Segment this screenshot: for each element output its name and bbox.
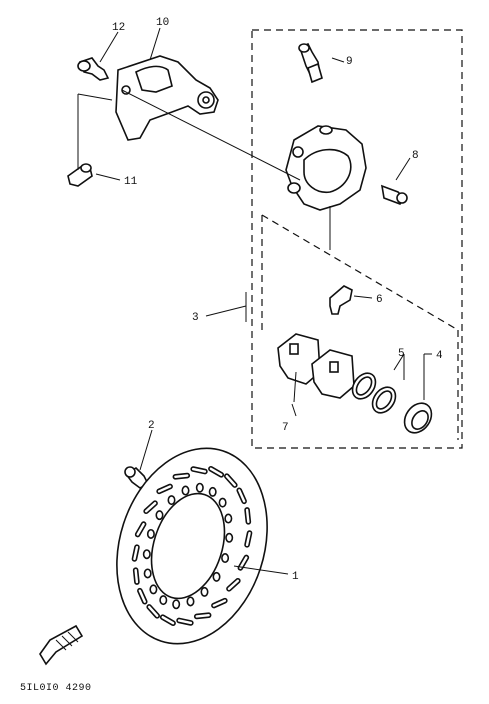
disc-slot <box>226 577 241 592</box>
caliper-bracket <box>115 55 219 141</box>
callout-12: 12 <box>112 22 125 34</box>
callout-7: 7 <box>282 422 289 434</box>
disc-bolt-hole <box>195 482 204 493</box>
disc-slot <box>223 473 238 488</box>
caliper-body <box>285 125 367 250</box>
leader-lines <box>77 27 432 575</box>
disc-slot <box>134 521 147 538</box>
disc-bolt-hole <box>159 595 168 606</box>
disc-bolt-hole <box>208 486 217 497</box>
disc-bolt <box>124 466 150 489</box>
brake-pads <box>277 333 355 399</box>
disc-bolt-hole <box>167 495 176 506</box>
disc-bolt-hole <box>225 532 234 543</box>
callout-10: 10 <box>156 17 169 29</box>
disc-slot <box>131 544 140 562</box>
callout-6: 6 <box>376 294 383 306</box>
callout-3: 3 <box>192 312 199 324</box>
bracket-pin <box>67 163 93 187</box>
disc-slot <box>176 617 194 626</box>
disc-bolt-hole <box>143 568 152 579</box>
disc-slot <box>244 507 252 525</box>
disc-slot <box>236 487 247 505</box>
callout-4: 4 <box>436 350 443 362</box>
disc-bolt-hole <box>186 596 195 607</box>
disc-bolt-hole <box>224 513 233 524</box>
disc-slot <box>244 530 253 548</box>
caliper-piston <box>403 402 433 434</box>
callout-8: 8 <box>412 150 419 162</box>
bleed-screw <box>298 42 323 84</box>
disc-bolt-hole <box>200 586 209 597</box>
disc-slot <box>190 466 208 475</box>
callout-11: 11 <box>124 176 138 188</box>
disc-slot <box>156 483 173 495</box>
pad-spring <box>329 285 353 315</box>
disc-bolt-hole <box>155 510 164 521</box>
disc-slot <box>159 614 176 626</box>
front-arrow-icon <box>39 624 84 666</box>
disc-slot <box>146 604 161 619</box>
disc-slot <box>211 597 228 609</box>
callout-5: 5 <box>398 348 405 360</box>
caliper-assembly-outline <box>251 29 463 449</box>
drawing-code: 5IL0I0 4290 <box>20 683 92 694</box>
disc-slot <box>208 466 225 478</box>
disc-bolt-hole <box>221 553 230 564</box>
disc-slot <box>137 587 148 605</box>
callout-2: 2 <box>148 420 155 432</box>
disc-bolt-hole <box>218 497 227 508</box>
callout-9: 9 <box>346 56 353 68</box>
disc-bolt-hole <box>181 485 190 496</box>
callout-1: 1 <box>292 571 299 583</box>
disc-slot <box>193 612 212 620</box>
disc-bolt-hole <box>172 599 181 610</box>
disc-bolt-hole <box>142 549 151 560</box>
disc-slot <box>237 554 250 571</box>
piston-seals <box>351 372 397 414</box>
disc-bolt-hole <box>146 528 155 539</box>
bracket-bolt <box>77 57 110 81</box>
disc-bolt-hole <box>212 571 221 582</box>
disc-slot <box>143 500 158 515</box>
disc-slot <box>172 472 191 480</box>
disc-slot <box>132 567 140 585</box>
brake-disc <box>116 447 268 645</box>
disc-bolt-hole <box>149 584 158 595</box>
caliper-bolt <box>380 184 408 205</box>
